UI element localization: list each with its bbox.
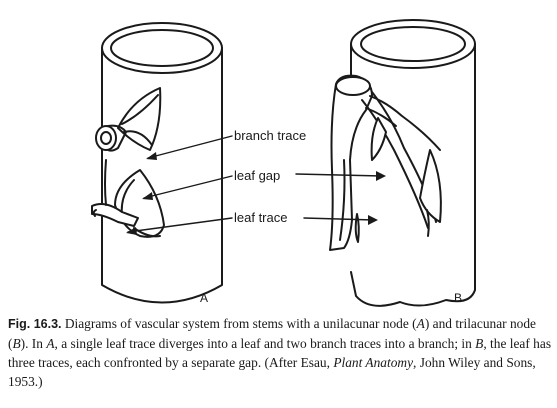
branch-trace-stub-a: [95, 124, 127, 152]
caption-text: , the leaf has three traces, each confro…: [8, 336, 552, 370]
leaf-trace-b-lower: [339, 159, 346, 241]
caption-book-title: Plant Anatomy: [333, 355, 414, 370]
caption-ref-a: A: [46, 336, 55, 351]
caption-text: Diagrams of vascular system from stems w…: [61, 316, 417, 331]
stem-b: [350, 19, 476, 307]
label-branch-trace: branch trace: [234, 128, 306, 143]
caption-ref-a: A: [416, 316, 425, 331]
panel-label-b: B: [454, 291, 462, 305]
leaf-gaps-b: [354, 117, 442, 243]
caption-ref-b: B: [12, 336, 21, 351]
caption-text: , a single leaf trace diverges into a le…: [54, 336, 476, 351]
figure-number: Fig. 16.3.: [8, 317, 62, 331]
stem-a: [101, 22, 223, 304]
leaf-trace-a: [91, 159, 139, 227]
leaf-base-b: [329, 74, 373, 251]
caption-text: ) and trilacunar node (: [8, 316, 536, 351]
label-leaf-gap: leaf gap: [234, 168, 280, 183]
caption-text: , John Wiley and Sons, 1953.): [8, 355, 536, 389]
leaf-gap-a: [114, 169, 165, 238]
pointer-lines: [127, 135, 383, 233]
caption-text: ). In: [20, 336, 47, 351]
caption-ref-b: B: [475, 336, 484, 351]
branch-gap-a: [117, 87, 162, 151]
arrowheads: [126, 152, 386, 235]
label-leaf-trace: leaf trace: [234, 210, 287, 225]
leaf-trace-b-upper: [365, 95, 441, 151]
figure-caption: Fig. 16.3. Diagrams of vascular system f…: [8, 314, 552, 391]
panel-label-a: A: [200, 291, 208, 305]
